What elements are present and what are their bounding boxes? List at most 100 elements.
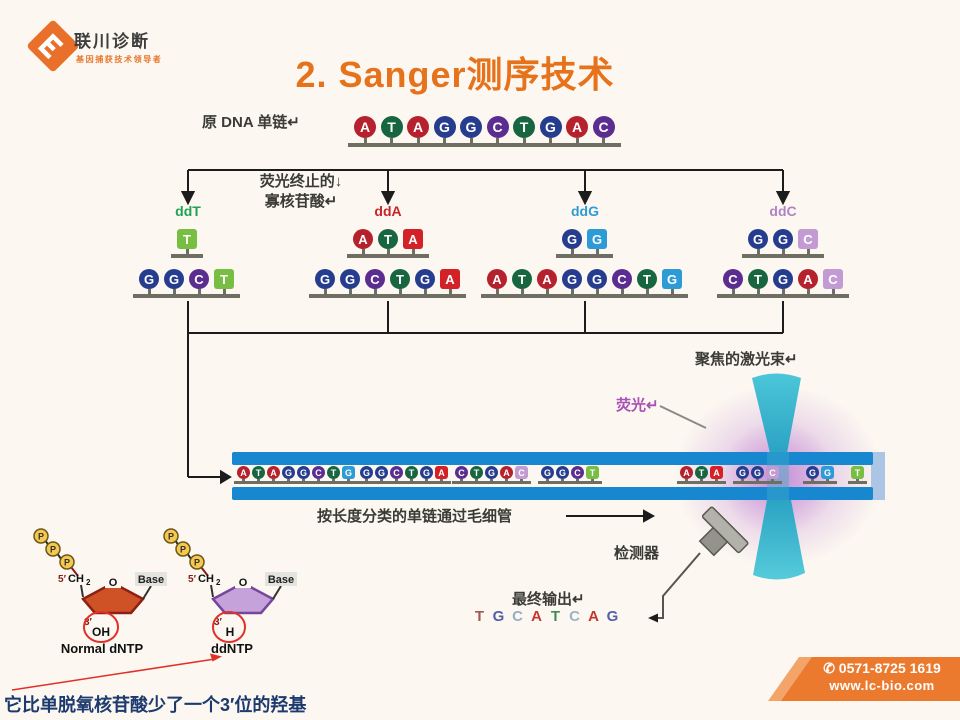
nucleotide-T: T bbox=[851, 466, 864, 481]
nucleotide-A: A bbox=[267, 466, 280, 481]
nucleotide-T: T bbox=[748, 269, 768, 294]
nucleotide-A: A bbox=[710, 466, 723, 481]
branch-label-ddT: ddT bbox=[175, 203, 201, 219]
svg-text:CH: CH bbox=[198, 573, 214, 585]
svg-text:O: O bbox=[239, 577, 248, 589]
detector-icon bbox=[698, 506, 749, 557]
svg-text:2: 2 bbox=[86, 578, 91, 587]
nucleotide-C: C bbox=[612, 269, 632, 294]
svg-text:3′: 3′ bbox=[214, 617, 223, 628]
logo-diamond-icon bbox=[27, 20, 79, 72]
nucleotide-G: G bbox=[562, 229, 582, 254]
svg-text:P: P bbox=[180, 545, 186, 555]
chem-ddntp: P P P 5′ CH 2 O Base 3′ H ddNTP bbox=[163, 528, 297, 656]
fluorescence-label: 荧光↵ bbox=[616, 397, 659, 414]
contact-website: www.lc-bio.com bbox=[829, 678, 935, 693]
nucleotide-C: C bbox=[571, 466, 584, 481]
fluorescence-pointer-line bbox=[659, 405, 707, 429]
svg-text:OH: OH bbox=[92, 625, 110, 639]
laser-label: 聚焦的激光束↵ bbox=[695, 351, 798, 368]
nucleotide-G: G bbox=[806, 466, 819, 481]
collector-lines bbox=[187, 301, 784, 485]
nucleotide-A: A bbox=[566, 116, 588, 143]
capillary-flow-arrow bbox=[566, 509, 656, 523]
nucleotide-C: C bbox=[455, 466, 468, 481]
nucleotide-T: T bbox=[513, 116, 535, 143]
nucleotide-G: G bbox=[360, 466, 373, 481]
nucleotide-G: G bbox=[282, 466, 295, 481]
ddT-short-fragment: T bbox=[171, 229, 203, 258]
capillary-label: 按长度分类的单链通过毛细管 bbox=[317, 508, 513, 525]
nucleotide-C: C bbox=[365, 269, 385, 294]
nucleotide-A: A bbox=[353, 229, 373, 254]
nucleotide-G: G bbox=[340, 269, 360, 294]
nucleotide-G: G bbox=[375, 466, 388, 481]
nucleotide-T: T bbox=[177, 229, 197, 254]
bottom-note: 它比单脱氧核苷酸少了一个3′位的羟基 bbox=[4, 695, 307, 715]
nucleotide-G: G bbox=[539, 116, 562, 143]
output-base-A: A bbox=[588, 608, 599, 625]
nucleotide-T: T bbox=[405, 466, 418, 481]
capillary-fragment-8: T bbox=[848, 466, 867, 484]
nucleotide-C: C bbox=[486, 116, 509, 143]
nucleotide-G: G bbox=[342, 466, 355, 481]
nucleotide-G: G bbox=[139, 269, 159, 294]
svg-text:3′: 3′ bbox=[84, 617, 93, 628]
output-base-C: C bbox=[512, 608, 523, 625]
contact-block: ✆ 0571-8725 1619 www.lc-bio.com bbox=[816, 660, 948, 694]
final-output-label: 最终输出↵ bbox=[512, 591, 585, 608]
detector-output-line bbox=[648, 552, 701, 623]
nucleotide-A: A bbox=[680, 466, 693, 481]
nucleotide-G: G bbox=[164, 269, 184, 294]
nucleotide-A: A bbox=[403, 229, 423, 254]
laser-beam bbox=[752, 373, 805, 580]
logo-company-name: 联川诊断 bbox=[74, 32, 150, 51]
logo-tagline: 基因捕获技术领导者 bbox=[76, 55, 163, 64]
nucleotide-T: T bbox=[380, 116, 403, 143]
svg-text:Base: Base bbox=[268, 574, 294, 586]
svg-text:ddNTP: ddNTP bbox=[211, 641, 253, 656]
nucleotide-C: C bbox=[798, 229, 818, 254]
annotation-arrow bbox=[11, 653, 222, 691]
nucleotide-G: G bbox=[748, 229, 768, 254]
nucleotide-C: C bbox=[515, 466, 528, 481]
nucleotide-T: T bbox=[214, 269, 234, 294]
nucleotide-G: G bbox=[541, 466, 554, 481]
nucleotide-T: T bbox=[252, 466, 265, 481]
nucleotide-A: A bbox=[354, 116, 376, 143]
output-base-A: A bbox=[531, 608, 542, 625]
nucleotide-G: G bbox=[736, 466, 749, 481]
svg-text:H: H bbox=[226, 625, 235, 639]
svg-text:P: P bbox=[194, 558, 200, 568]
nucleotide-A: A bbox=[487, 269, 507, 294]
output-base-G: G bbox=[606, 608, 619, 625]
nucleotide-T: T bbox=[378, 229, 398, 254]
nucleotide-C: C bbox=[723, 269, 743, 294]
output-base-T: T bbox=[550, 608, 561, 625]
nucleotide-T: T bbox=[586, 466, 599, 481]
nucleotide-C: C bbox=[189, 269, 209, 294]
nucleotide-G: G bbox=[315, 269, 335, 294]
nucleotide-A: A bbox=[407, 116, 429, 143]
nucleotide-G: G bbox=[562, 269, 582, 294]
nucleotide-G: G bbox=[485, 466, 498, 481]
nucleotide-T: T bbox=[695, 466, 708, 481]
nucleotide-G: G bbox=[821, 466, 834, 481]
nucleotide-T: T bbox=[327, 466, 340, 481]
svg-text:O: O bbox=[109, 577, 118, 589]
